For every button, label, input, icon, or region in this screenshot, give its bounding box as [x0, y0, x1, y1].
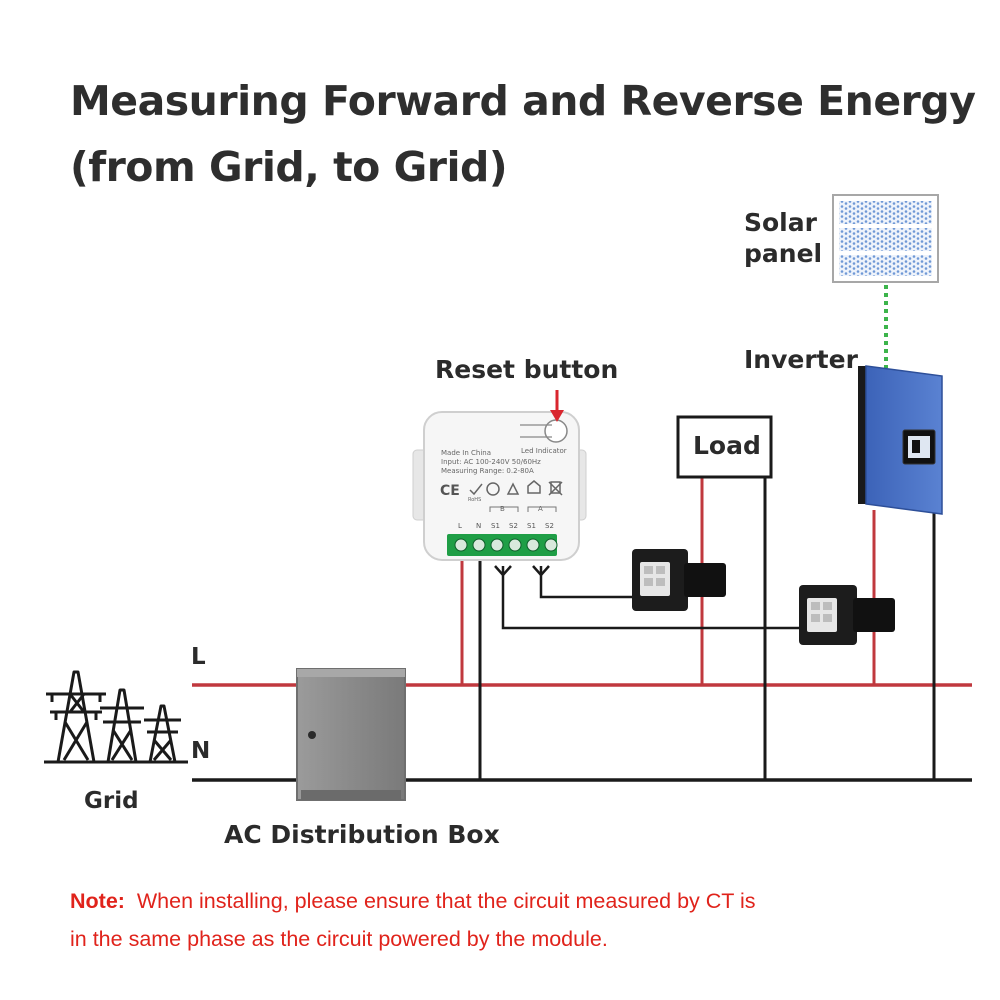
installation-note: Note: When installing, please ensure tha…	[70, 882, 970, 958]
led-indicator-label: Led Indicator	[521, 447, 567, 455]
diagram-title: Measuring Forward and Reverse Energy (fr…	[70, 68, 990, 200]
title-line-1: Measuring Forward and Reverse Energy	[70, 77, 976, 125]
inverter-icon	[858, 365, 943, 515]
power-tower-icon	[44, 670, 188, 764]
load-box	[676, 415, 773, 479]
channel-a-label: A	[538, 505, 543, 513]
title-line-2: (from Grid, to Grid)	[70, 143, 508, 191]
reset-button-label: Reset button	[435, 355, 619, 384]
ct-sense-wire-b	[501, 566, 800, 630]
note-text-2: in the same phase as the circuit powered…	[70, 927, 608, 951]
rohs-mark: RoHS	[468, 497, 481, 503]
note-line-1: Note: When installing, please ensure tha…	[70, 882, 970, 920]
terminal-s2-a-label: S2	[545, 522, 554, 530]
ct-wire-fork-b	[494, 565, 512, 577]
solar-panel-label: Solar panel	[744, 207, 822, 269]
channel-b-label: B	[500, 505, 505, 513]
module-made-in: Made In China	[441, 449, 491, 457]
energy-meter-module: Led Indicator Made In China Input: AC 10…	[412, 411, 587, 561]
terminal-l-label: L	[458, 522, 462, 530]
solar-panel-label-line2: panel	[744, 239, 823, 268]
neutral-line-label: N	[191, 738, 211, 764]
ce-mark: CE	[440, 483, 460, 499]
load-label: Load	[693, 431, 761, 460]
live-line-label: L	[191, 644, 206, 670]
led-indicator-icon	[544, 419, 568, 443]
terminal-n-label: N	[476, 522, 481, 530]
ct-clamp-icon	[632, 549, 726, 611]
terminal-s2-b-label: S2	[509, 522, 518, 530]
distribution-box-label: AC Distribution Box	[224, 820, 500, 849]
inverter-label: Inverter	[744, 345, 858, 374]
ct-wire-fork-a	[532, 565, 550, 577]
solar-panel-icon	[832, 194, 939, 283]
ct-sense-wire-a	[539, 566, 634, 599]
grid-label: Grid	[84, 788, 139, 814]
ct-clamp-icon	[799, 585, 895, 645]
module-input-rating: Input: AC 100-240V 50/60Hz	[441, 458, 541, 466]
terminal-s1-a-label: S1	[527, 522, 536, 530]
distribution-box-icon	[296, 668, 406, 801]
terminal-s1-b-label: S1	[491, 522, 500, 530]
solar-panel-label-line1: Solar	[744, 208, 817, 237]
module-measuring-range: Measuring Range: 0.2-80A	[441, 467, 534, 475]
note-prefix: Note:	[70, 889, 125, 913]
note-text-1: When installing, please ensure that the …	[136, 889, 756, 913]
reset-arrow-icon	[550, 390, 564, 422]
